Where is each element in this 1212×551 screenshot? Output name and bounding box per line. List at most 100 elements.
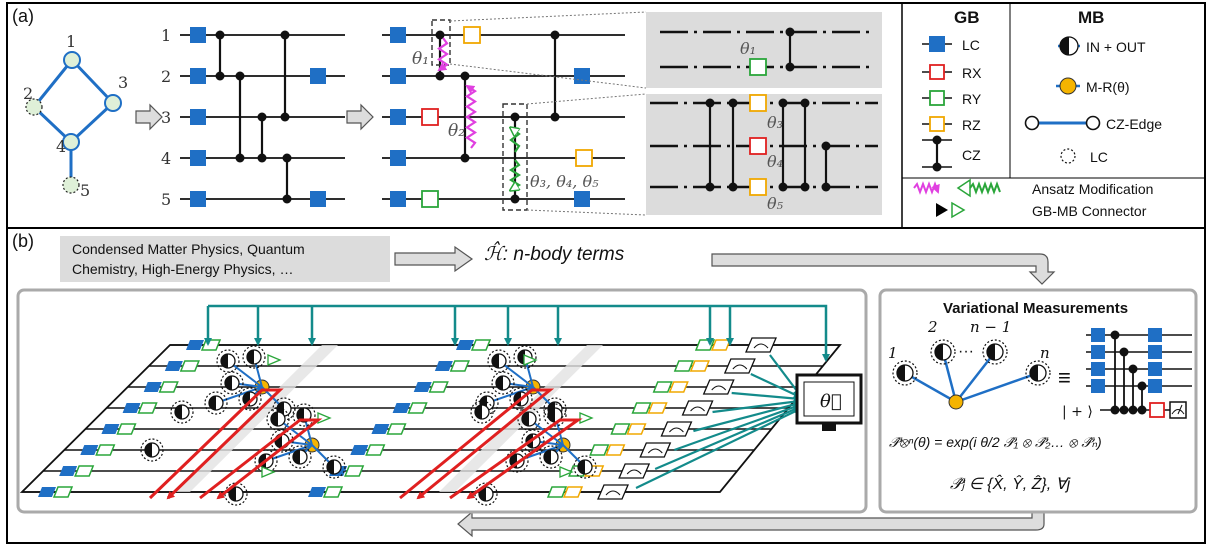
rx-gate	[750, 138, 766, 154]
lc-gate	[310, 191, 326, 207]
legend-ry-gate	[930, 91, 944, 105]
lc-gate	[1148, 379, 1162, 393]
lc-gate	[1148, 328, 1162, 342]
lc-gate	[1091, 379, 1105, 393]
domain-arrow	[395, 247, 472, 271]
legend-mb-in-out: IN + OUT	[1086, 39, 1146, 55]
legend-gb-lc: LC	[962, 37, 980, 53]
cz-dot	[729, 183, 738, 192]
theta345-label: θ₃, θ₄, θ₅	[530, 172, 599, 191]
lc-gate	[190, 68, 206, 84]
lc-gate	[1148, 362, 1162, 376]
zoom-theta4: θ₄	[767, 152, 783, 171]
vm-node-2: 2	[927, 318, 938, 336]
cz-dot	[1120, 348, 1129, 357]
lc-gate	[1091, 345, 1105, 359]
graph-node-1	[64, 52, 80, 68]
vm-node-1: 1	[888, 344, 898, 362]
vm-node-n-1: n − 1	[970, 318, 1011, 336]
graph-node-label-2: 2	[23, 84, 33, 103]
legend-connector: GB-MB Connector	[1032, 203, 1146, 219]
ry-gate	[548, 487, 566, 497]
wire-label-1: 1	[161, 26, 171, 45]
zoom-line	[450, 12, 646, 21]
legend-mb-title: MB	[1078, 8, 1104, 28]
cz-dot	[801, 99, 810, 108]
cz-dot	[258, 154, 267, 163]
zoom-theta5: θ₅	[767, 194, 784, 213]
ry-gate	[696, 340, 714, 350]
graph-node-label-4: 4	[56, 137, 66, 156]
cz-dot	[281, 113, 290, 122]
lc-gate	[574, 68, 590, 84]
rz-gate	[691, 361, 709, 371]
graph-node-5	[63, 177, 79, 193]
legend-mb-mr: M-R(θ)	[1086, 79, 1130, 95]
rz-gate	[670, 382, 688, 392]
rz-gate	[576, 150, 592, 166]
cz-dot	[511, 113, 520, 122]
meter-box	[619, 464, 649, 478]
step-arrow-1	[136, 105, 162, 129]
cz-dot	[281, 31, 290, 40]
legend-wave-magenta	[914, 184, 938, 192]
meter-box	[725, 359, 755, 373]
ry-gate	[160, 382, 178, 392]
ry-gate	[366, 445, 384, 455]
legend-rx-gate	[930, 65, 944, 79]
cz-dot	[779, 99, 788, 108]
meter-box	[598, 485, 628, 499]
vm-title: Variational Measurements	[943, 300, 1128, 317]
vm-node-n: n	[1040, 344, 1050, 362]
cz-dot	[1138, 382, 1147, 391]
legend-gb-rz: RZ	[962, 117, 981, 133]
graph-node-3	[105, 95, 121, 111]
panel-b-label: (b)	[12, 231, 34, 252]
ry-gate	[472, 340, 490, 350]
rz-gate	[606, 445, 624, 455]
ry-gate	[181, 361, 199, 371]
vm-rx-gate	[1150, 403, 1164, 417]
rz-gate	[712, 340, 730, 350]
zoom-theta3: θ₃	[767, 113, 783, 132]
hamiltonian-label: ℋ̂: n-body terms	[484, 243, 624, 266]
vm-hub	[949, 395, 963, 409]
legend-ansatz: Ansatz Modification	[1032, 181, 1153, 197]
cz-dot	[1111, 331, 1120, 340]
domains-line1: Condensed Matter Physics, Quantum	[72, 240, 305, 258]
lc-gate	[1091, 328, 1105, 342]
meter-box	[746, 338, 776, 352]
ry-gate	[430, 382, 448, 392]
legend-mb-lc: LC	[1090, 149, 1108, 165]
legend-wave-green-head	[958, 180, 970, 196]
vm-formula-2: 𝒫̂ⱼ ∈ {X̂, Ŷ, Ẑ}, ∀j	[950, 474, 1070, 494]
rz-gate	[750, 95, 766, 111]
cz-dot	[436, 72, 445, 81]
cz-dot	[236, 154, 245, 163]
step-arrow-2	[347, 105, 373, 129]
ry-gate	[345, 466, 363, 476]
lc-gate	[310, 68, 326, 84]
legend-rz-gate	[930, 117, 944, 131]
zoom-panel-1	[646, 12, 882, 88]
meter-box	[704, 380, 734, 394]
zoom-line	[527, 94, 646, 104]
legend-wave-green	[970, 184, 1000, 192]
cz-dot	[461, 72, 470, 81]
cz-dot	[283, 154, 292, 163]
cz-dot	[1120, 406, 1129, 415]
theta1-label: θ₁	[412, 49, 429, 69]
theta2-label: θ₂	[448, 121, 465, 141]
wire-label-2: 2	[161, 67, 171, 86]
cz-dot	[511, 195, 520, 204]
cz-dot	[786, 63, 795, 72]
cz-dot	[236, 72, 245, 81]
graph-edge	[34, 60, 72, 107]
legend-gb-rx: RX	[962, 65, 981, 81]
legend-connector-black	[936, 203, 948, 217]
ry-gate	[139, 403, 157, 413]
monitor-stand	[822, 424, 836, 431]
wire-label-5: 5	[161, 190, 171, 209]
monitor-theta: θ⃗	[820, 391, 842, 412]
